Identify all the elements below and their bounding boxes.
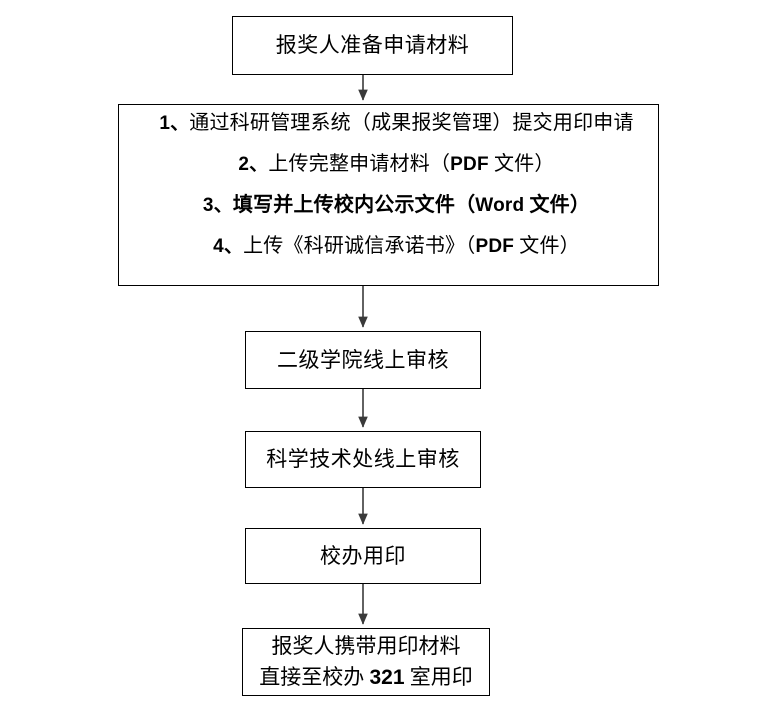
step-number: 3、 bbox=[202, 195, 233, 216]
step-latin-term: PDF bbox=[475, 236, 515, 257]
node-pickup-line-2-before: 直接至校办 bbox=[259, 664, 370, 689]
step-number: 4、 bbox=[213, 236, 244, 257]
node-pickup-line-1: 报奖人携带用印材料 bbox=[271, 634, 461, 659]
list-item: 3、填写并上传校内公示文件（Word 文件） bbox=[119, 195, 658, 215]
step-text-before: 上传完整申请材料（ bbox=[268, 153, 451, 175]
step-number: 1、 bbox=[159, 113, 190, 134]
node-prepare-materials: 报奖人准备申请材料 bbox=[232, 16, 513, 75]
step-text-before: 填写并上传校内公示文件（ bbox=[232, 194, 476, 216]
list-item: 1、通过科研管理系统（成果报奖管理）提交用印申请 bbox=[119, 113, 658, 133]
node-school-office-seal-label: 校办用印 bbox=[320, 543, 406, 568]
step-text-after: 文件） bbox=[514, 235, 580, 257]
node-science-department-review: 科学技术处线上审核 bbox=[245, 431, 481, 488]
step-text-after: 文件） bbox=[488, 153, 555, 175]
node-pickup-line-2-after: 室用印 bbox=[404, 664, 473, 689]
step-text-before: 通过科研管理系统（成果报奖管理）提交用印申请 bbox=[189, 112, 634, 134]
step-latin-term: PDF bbox=[450, 154, 489, 175]
node-pickup-at-room-321: 报奖人携带用印材料 直接至校办 321 室用印 bbox=[242, 628, 490, 696]
node-science-department-review-label: 科学技术处线上审核 bbox=[266, 447, 460, 472]
node-college-review: 二级学院线上审核 bbox=[245, 331, 481, 389]
step-text-after: 文件） bbox=[524, 194, 591, 216]
list-item: 4、上传《科研诚信承诺书》（PDF 文件） bbox=[119, 236, 658, 256]
node-college-review-label: 二级学院线上审核 bbox=[277, 347, 449, 372]
list-item: 2、上传完整申请材料（PDF 文件） bbox=[119, 154, 658, 174]
node-prepare-materials-label: 报奖人准备申请材料 bbox=[275, 33, 470, 58]
step-text-before: 上传《科研诚信承诺书》（ bbox=[243, 235, 476, 257]
node-pickup-room-number: 321 bbox=[369, 665, 405, 689]
step-latin-term: Word bbox=[475, 195, 525, 216]
node-school-office-seal: 校办用印 bbox=[245, 528, 481, 584]
node-submission-steps: 1、通过科研管理系统（成果报奖管理）提交用印申请 2、上传完整申请材料（PDF … bbox=[118, 104, 659, 286]
node-pickup-line-2: 直接至校办 321 室用印 bbox=[259, 662, 473, 693]
node-pickup-label: 报奖人携带用印材料 直接至校办 321 室用印 bbox=[259, 631, 473, 693]
step-number: 2、 bbox=[238, 154, 269, 175]
submission-steps-list: 1、通过科研管理系统（成果报奖管理）提交用印申请 2、上传完整申请材料（PDF … bbox=[119, 113, 658, 256]
